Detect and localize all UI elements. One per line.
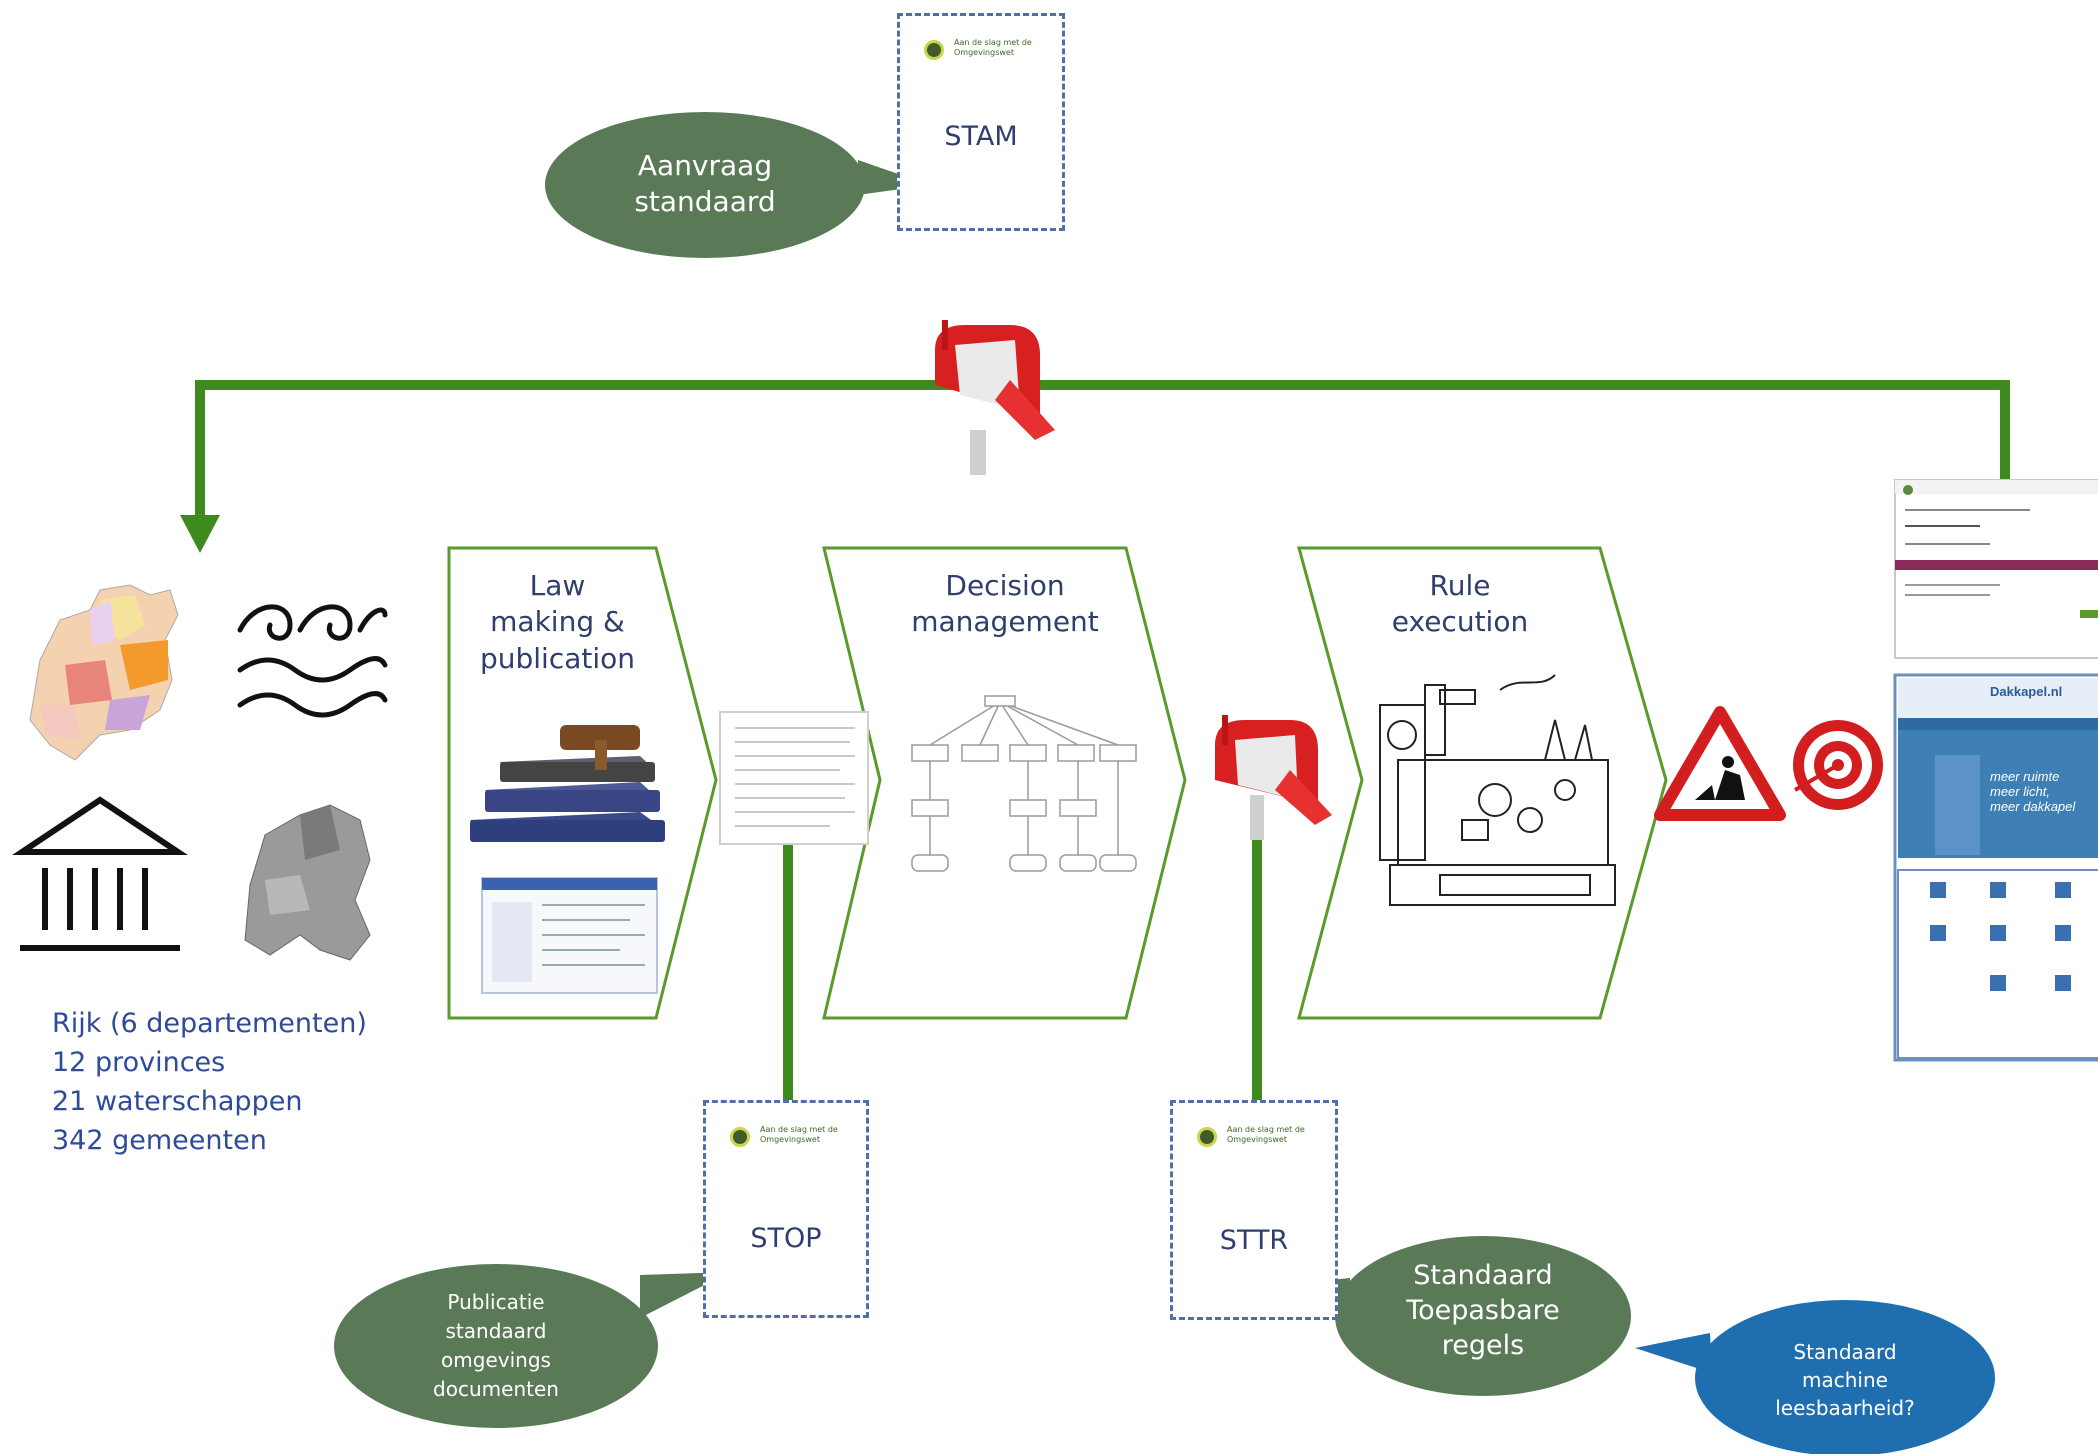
omgevingswet-logo-icon xyxy=(924,40,944,60)
bubble-toepasbare-text: Standaard Toepasbare regels xyxy=(1368,1258,1598,1363)
target-icon xyxy=(1793,720,1883,810)
bubble-publicatie-text: Publicatie standaard omgevings documente… xyxy=(396,1288,596,1404)
bubble-line: regels xyxy=(1441,1330,1525,1362)
feedback-arrow-head xyxy=(180,515,220,553)
slogan-line: meer ruimte xyxy=(1990,769,2060,784)
stage-decision-label-line: management xyxy=(911,605,1099,639)
machine-drawing-icon xyxy=(1379,674,1616,906)
bubble-line: Standaard xyxy=(1793,1340,1897,1364)
legal-portal-screenshot xyxy=(481,877,658,994)
stage-decision-chevron xyxy=(822,546,1187,1020)
standard-card-stam: Aan de slag met de Omgevingswet STAM xyxy=(897,13,1065,231)
bubble-line: Publicatie xyxy=(447,1290,545,1314)
standard-title: STAM xyxy=(944,121,1018,152)
logo-line: Aan de slag met de xyxy=(1227,1125,1305,1134)
mailbox-icon xyxy=(935,320,1055,475)
bubble-line: standaard xyxy=(445,1319,547,1343)
law-books-gavel-icon xyxy=(470,725,665,842)
standard-title: STTR xyxy=(1219,1225,1289,1256)
authorities-item: 21 waterschappen xyxy=(52,1086,303,1118)
slogan-line: meer dakkapel xyxy=(1990,798,2076,814)
omgevingswet-logo-icon xyxy=(1197,1127,1217,1147)
dakkapel-slogan: meer ruimte meer licht, meer dakkapel xyxy=(1990,769,2076,815)
mailbox-icon xyxy=(1215,715,1332,840)
dakkapel-brand: Dakkapel.nl xyxy=(1990,684,2063,699)
permit-portal-screenshot xyxy=(1894,479,2098,659)
authorities-item: 342 gemeenten xyxy=(52,1125,267,1157)
authorities-list: Rijk (6 departementen) 12 provinces 21 w… xyxy=(52,1004,367,1161)
bubble-machine-shape xyxy=(1635,1300,1995,1454)
netherlands-provinces-map-icon xyxy=(29,584,179,761)
logo-line: Omgevingswet xyxy=(760,1134,820,1144)
logo-line: Aan de slag met de xyxy=(760,1125,838,1134)
authorities-item: 12 provinces xyxy=(52,1047,226,1079)
authorities-item: Rijk (6 departementen) xyxy=(52,1008,367,1039)
netherlands-municipalities-map-icon xyxy=(244,804,371,961)
logo-line: Omgevingswet xyxy=(954,47,1014,57)
omgevingswet-logo-icon xyxy=(730,1127,750,1147)
water-waves-icon xyxy=(237,604,388,718)
stage-rule-label: Rule execution xyxy=(1365,568,1555,641)
stage-rule-label-line: Rule xyxy=(1429,569,1491,602)
bubble-line: Aanvraag xyxy=(637,149,773,182)
feedback-loop-line xyxy=(195,380,2010,520)
stage-law-label: Law making & publication xyxy=(460,568,655,677)
stage-law-label-line: Law xyxy=(529,569,586,602)
bubble-line: documenten xyxy=(433,1377,559,1401)
slogan-line: meer licht, xyxy=(1990,783,2050,799)
stage-law-label-line: publication xyxy=(479,641,636,675)
road-works-sign-icon xyxy=(1654,706,1786,821)
stage-law-label-line: making & xyxy=(490,605,625,639)
logo-caption: Aan de slag met de Omgevingswet xyxy=(1227,1125,1337,1144)
bubble-line: Standaard xyxy=(1413,1260,1553,1291)
dakkapel-website-screenshot xyxy=(1893,673,2098,1062)
bubble-aanvraag-text: Aanvraag standaard xyxy=(585,148,825,221)
stage-decision-label: Decision management xyxy=(880,568,1130,641)
bubble-line: standaard xyxy=(634,185,776,219)
bubble-line: omgevings xyxy=(441,1348,551,1372)
stage-rule-label-line: execution xyxy=(1391,605,1529,639)
bubble-machine-text: Standaard machine leesbaarheid? xyxy=(1750,1338,1940,1422)
standard-card-stop: Aan de slag met de Omgevingswet STOP xyxy=(703,1100,869,1318)
logo-caption: Aan de slag met de Omgevingswet xyxy=(760,1125,870,1144)
bubble-line: leesbaarheid? xyxy=(1775,1396,1915,1420)
logo-line: Omgevingswet xyxy=(1227,1134,1287,1144)
standard-title: STOP xyxy=(750,1223,822,1254)
logo-line: Aan de slag met de xyxy=(954,38,1032,47)
stage-decision-label-line: Decision xyxy=(945,569,1065,602)
logo-caption: Aan de slag met de Omgevingswet xyxy=(954,38,1064,57)
bubble-line: Toepasbare xyxy=(1406,1295,1560,1327)
bubble-line: machine xyxy=(1802,1368,1888,1392)
standard-card-sttr: Aan de slag met de Omgevingswet STTR xyxy=(1170,1100,1338,1320)
government-building-icon xyxy=(12,796,188,951)
legal-document-sheet xyxy=(719,711,869,845)
decision-tree-diagram xyxy=(911,695,1137,872)
